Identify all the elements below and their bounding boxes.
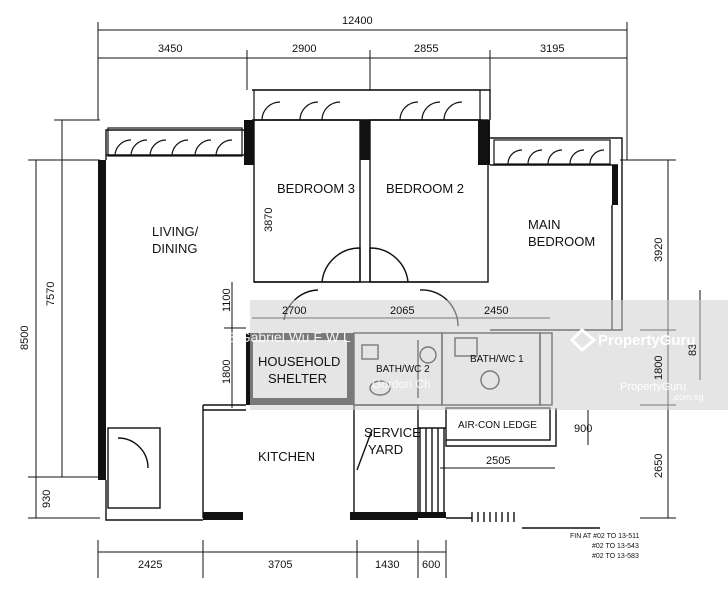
dim-left-mid-lower: 1800	[221, 360, 233, 384]
dim-mid-3: 2450	[484, 305, 508, 317]
dim-left-inner: 7570	[45, 282, 57, 306]
room-main-bedroom-line2: BEDROOM	[528, 234, 595, 249]
dim-top-2: 2900	[292, 43, 316, 55]
fin-note-line3: #02 TO 13-583	[592, 553, 639, 560]
room-household-shelter-line2: SHELTER	[268, 371, 327, 386]
watermark-brand: PropertyGuru	[598, 332, 696, 349]
dim-left-bottom: 930	[41, 490, 53, 508]
watermark-agent: G A B Gabriel Wu F W L	[200, 329, 351, 345]
dim-right-main-bedroom: 3920	[653, 238, 665, 262]
room-household-shelter-line1: HOUSEHOLD	[258, 354, 340, 369]
room-bath-wc-2: BATH/WC 2	[376, 364, 430, 375]
dim-aircon-width: 2505	[486, 455, 510, 467]
dim-mid-1: 2700	[282, 305, 306, 317]
dim-right-lower: 2650	[653, 454, 665, 478]
room-bedroom2: BEDROOM 2	[386, 181, 464, 196]
dim-mid-2: 2065	[390, 305, 414, 317]
dim-bottom-3: 1430	[375, 559, 399, 571]
dim-aircon-depth: 900	[574, 423, 592, 435]
room-main-bedroom-line1: MAIN	[528, 217, 561, 232]
dim-left-outer: 8500	[19, 326, 31, 350]
dim-overall-width: 12400	[342, 15, 373, 27]
fin-note-line1: FIN AT #02 TO 13-511	[570, 533, 639, 540]
dim-top-3: 2855	[414, 43, 438, 55]
dim-bottom-4: 600	[422, 559, 440, 571]
dim-right-bath: 1800	[653, 356, 665, 380]
room-service-yard-line2: YARD	[368, 442, 403, 457]
dim-bedroom3-depth: 3870	[263, 208, 275, 232]
dim-top-1: 3450	[158, 43, 182, 55]
dim-right-partial: 83	[687, 344, 699, 356]
room-living-line1: LIVING/	[152, 224, 199, 239]
dim-bottom-2: 3705	[268, 559, 292, 571]
watermark-company: Gordon Ch	[372, 377, 431, 391]
room-bedroom3: BEDROOM 3	[277, 181, 355, 196]
fin-note-line2: #02 TO 13-543	[592, 543, 639, 550]
watermark-brand-small: PropertyGuru	[620, 381, 686, 393]
dim-left-mid-upper: 1100	[221, 288, 233, 312]
propertyguru-logo-icon	[569, 327, 597, 353]
watermark-band	[250, 300, 728, 410]
watermark-domain: .com.sg	[672, 392, 704, 402]
room-living-line2: DINING	[152, 241, 198, 256]
room-bath-wc-1: BATH/WC 1	[470, 354, 524, 365]
room-service-yard-line1: SERVICE	[364, 425, 421, 440]
dim-top-4: 3195	[540, 43, 564, 55]
room-kitchen: KITCHEN	[258, 449, 315, 464]
dim-bottom-1: 2425	[138, 559, 162, 571]
room-aircon-ledge: AIR-CON LEDGE	[458, 420, 537, 431]
